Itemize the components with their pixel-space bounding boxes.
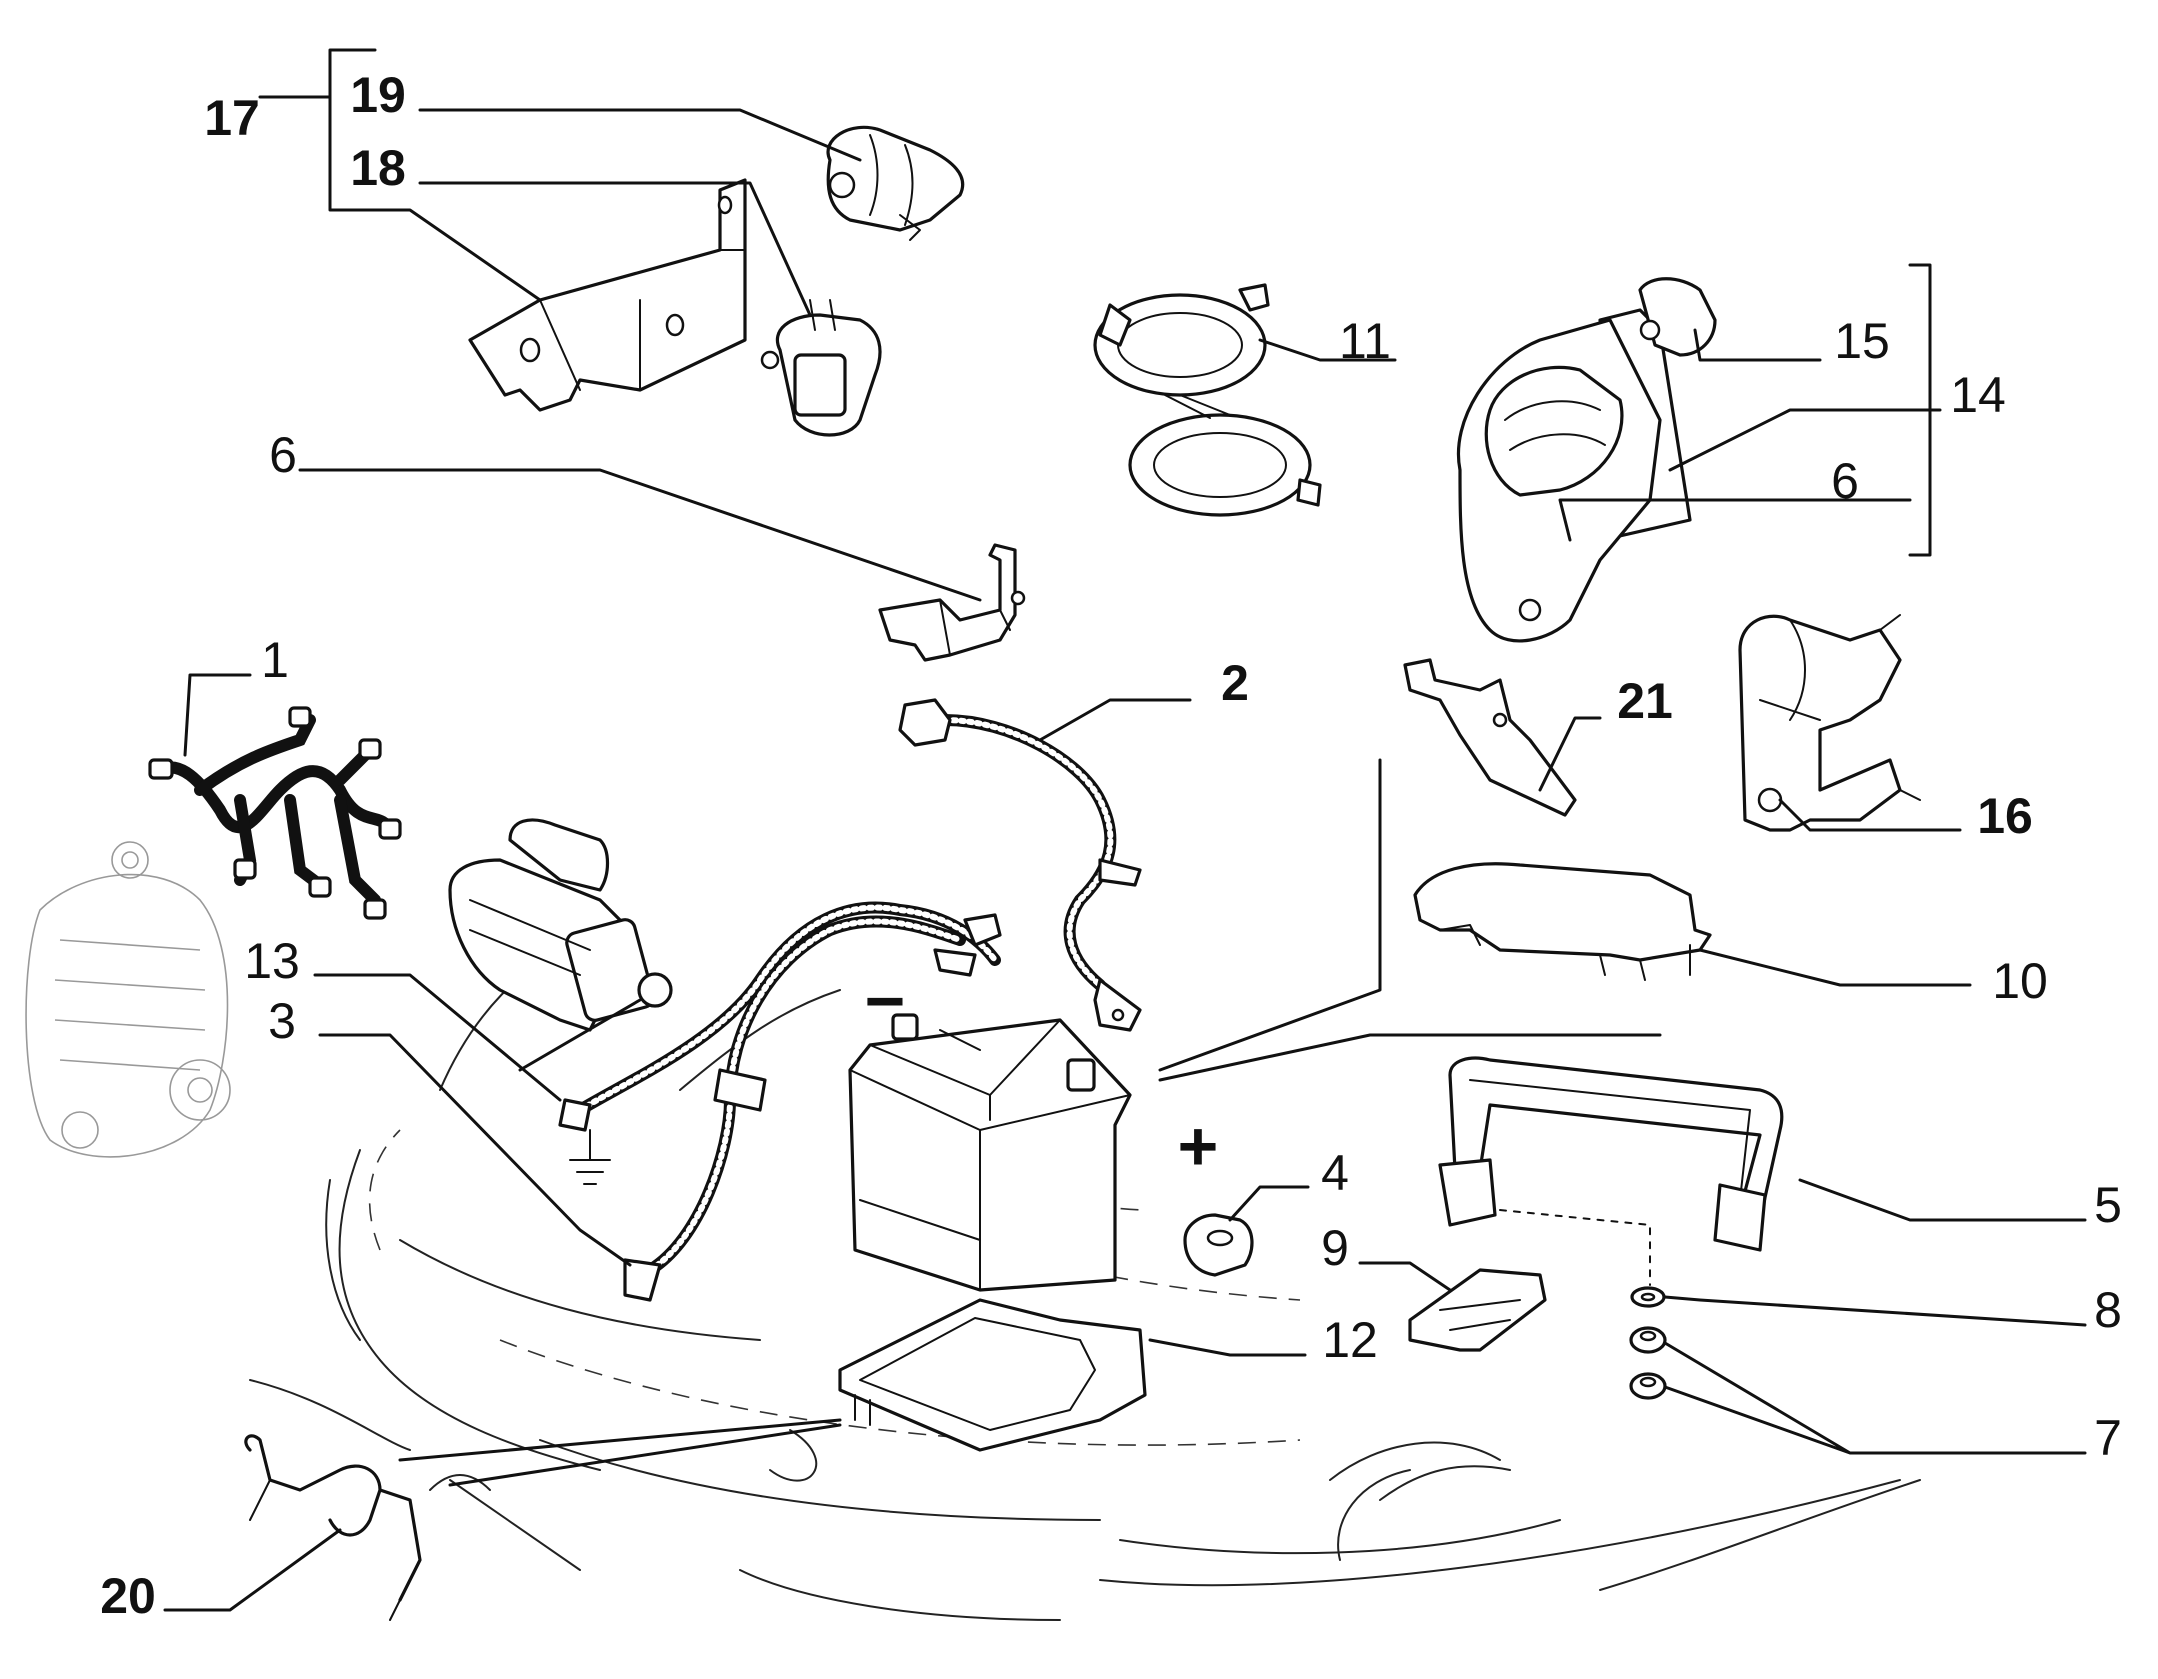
cable-part-2 <box>898 698 1142 1032</box>
callout-6-left: 6 <box>269 427 297 483</box>
clip-part-19 <box>826 125 965 241</box>
assembly-part-14 <box>1457 277 1717 643</box>
callout-14: 14 <box>1950 367 2006 423</box>
callout-12: 12 <box>1322 1312 1378 1368</box>
callout-20: 20 <box>100 1568 156 1624</box>
strap-part-5 <box>1438 1056 1784 1252</box>
alternator-ghost <box>25 841 231 1158</box>
callout-2: 2 <box>1221 655 1249 711</box>
callout-labels: 17 19 18 11 15 14 6 6 1 2 21 16 10 13 3 … <box>100 67 2122 1624</box>
ground-symbol <box>569 1129 611 1185</box>
callout-17: 17 <box>204 90 260 146</box>
clip-part-20 <box>244 1434 422 1621</box>
callout-3: 3 <box>268 993 296 1049</box>
callout-10: 10 <box>1992 953 2048 1009</box>
callout-11: 11 <box>1339 313 1391 369</box>
bracket-part-16 <box>1738 614 1921 832</box>
callout-6-right: 6 <box>1831 453 1859 509</box>
callout-4: 4 <box>1321 1145 1349 1201</box>
cable-part-3 <box>558 901 1002 1302</box>
cover-part-10 <box>1413 862 1712 981</box>
bracket-part-6-upper <box>878 543 1026 662</box>
callout-18: 18 <box>350 140 406 196</box>
battery-minus-sign: − <box>865 962 906 1040</box>
clamp-part-11 <box>1093 283 1322 517</box>
harness-part-1 <box>148 706 402 920</box>
callout-19: 19 <box>350 67 406 123</box>
callout-9: 9 <box>1321 1220 1349 1276</box>
callout-8: 8 <box>2094 1282 2122 1338</box>
plate-part-21 <box>1403 658 1577 817</box>
battery <box>848 1013 1132 1292</box>
callout-1: 1 <box>261 632 289 688</box>
callout-7: 7 <box>2094 1410 2122 1466</box>
tray-part-12 <box>838 1298 1147 1452</box>
leader-lines <box>163 48 2087 1612</box>
washer-part-8 <box>1630 1286 1666 1308</box>
callout-5: 5 <box>2094 1177 2122 1233</box>
callout-21: 21 <box>1617 673 1673 729</box>
callout-16: 16 <box>1977 788 2033 844</box>
nut-part-7 <box>1629 1326 1667 1400</box>
nut-part-4 <box>1183 1213 1254 1277</box>
starter-motor <box>448 818 673 1032</box>
bracket-part-18 <box>468 178 747 412</box>
callout-13: 13 <box>244 933 300 989</box>
battery-plus-sign: + <box>1178 1107 1219 1185</box>
plate-part-9 <box>1408 1268 1547 1352</box>
callout-15: 15 <box>1834 313 1890 369</box>
clip-part-18 <box>760 299 882 437</box>
